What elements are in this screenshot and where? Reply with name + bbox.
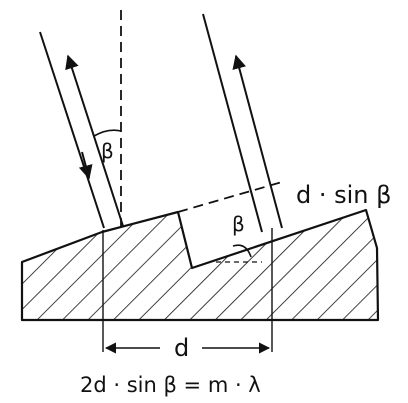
incident-angle-arc [93,129,122,137]
grating-body [20,208,380,322]
path-difference-label: d · sin β [296,181,391,209]
left-beam-down-arrow [78,151,93,180]
groove-angle-arc [232,244,252,258]
beta-incident-label: β [101,139,114,163]
left-beam-outgoing [65,54,124,227]
right-beam-incoming [202,13,263,233]
path-difference-line [177,181,283,213]
left-beam-incoming [39,31,105,229]
grating-equation: 2d · sin β = m · λ [80,373,261,397]
spacing-label: d [174,334,189,362]
beta-groove-label: β [232,212,245,236]
right-beam-outgoing [232,54,283,229]
